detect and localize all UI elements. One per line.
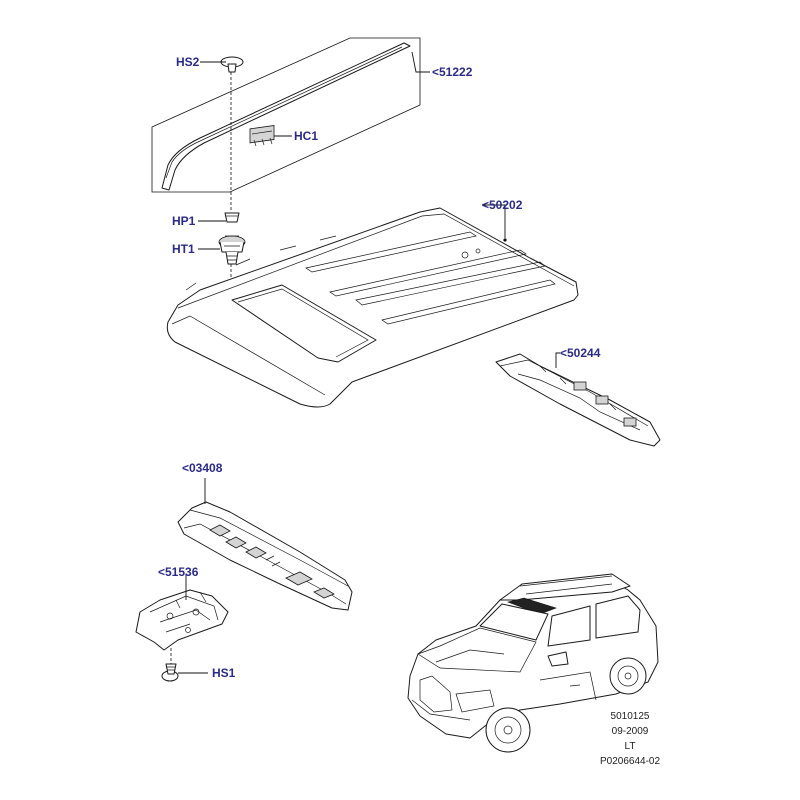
bracket-51536[interactable] (135, 589, 229, 651)
clip-hc1[interactable] (249, 125, 275, 147)
callout-hs2[interactable]: HS2 (176, 55, 200, 69)
plug-hp1[interactable] (224, 212, 240, 223)
callout-hc1[interactable]: HC1 (294, 129, 319, 143)
callout-51536[interactable]: <51536 (158, 565, 199, 579)
suv-vehicle-icon (407, 573, 659, 753)
front-header-03408[interactable] (177, 501, 353, 611)
diagram-date: 09-2009 (611, 726, 649, 737)
leader-lines (178, 51, 560, 674)
diagram-code: 5010125 (610, 711, 650, 722)
callout-ht1[interactable]: HT1 (172, 242, 195, 256)
roof-moulding-51222[interactable] (151, 37, 421, 193)
callout-03408[interactable]: <03408 (182, 461, 223, 475)
callout-50244[interactable]: <50244 (560, 346, 601, 360)
callout-hs1[interactable]: HS1 (212, 666, 236, 680)
callout-50202[interactable]: <50202 (482, 198, 523, 212)
callout-hp1[interactable]: HP1 (172, 214, 196, 228)
screw-hs2[interactable] (220, 56, 244, 73)
diagram-part-ref: P0206644-02 (599, 756, 661, 767)
roof-panel-50202[interactable] (166, 207, 579, 408)
screw-hs1[interactable] (161, 663, 179, 682)
callout-51222[interactable]: <51222 (432, 65, 473, 79)
nut-ht1[interactable] (218, 235, 246, 265)
roof-bow-50244[interactable] (495, 353, 661, 447)
diagram-region: LT (624, 741, 636, 752)
